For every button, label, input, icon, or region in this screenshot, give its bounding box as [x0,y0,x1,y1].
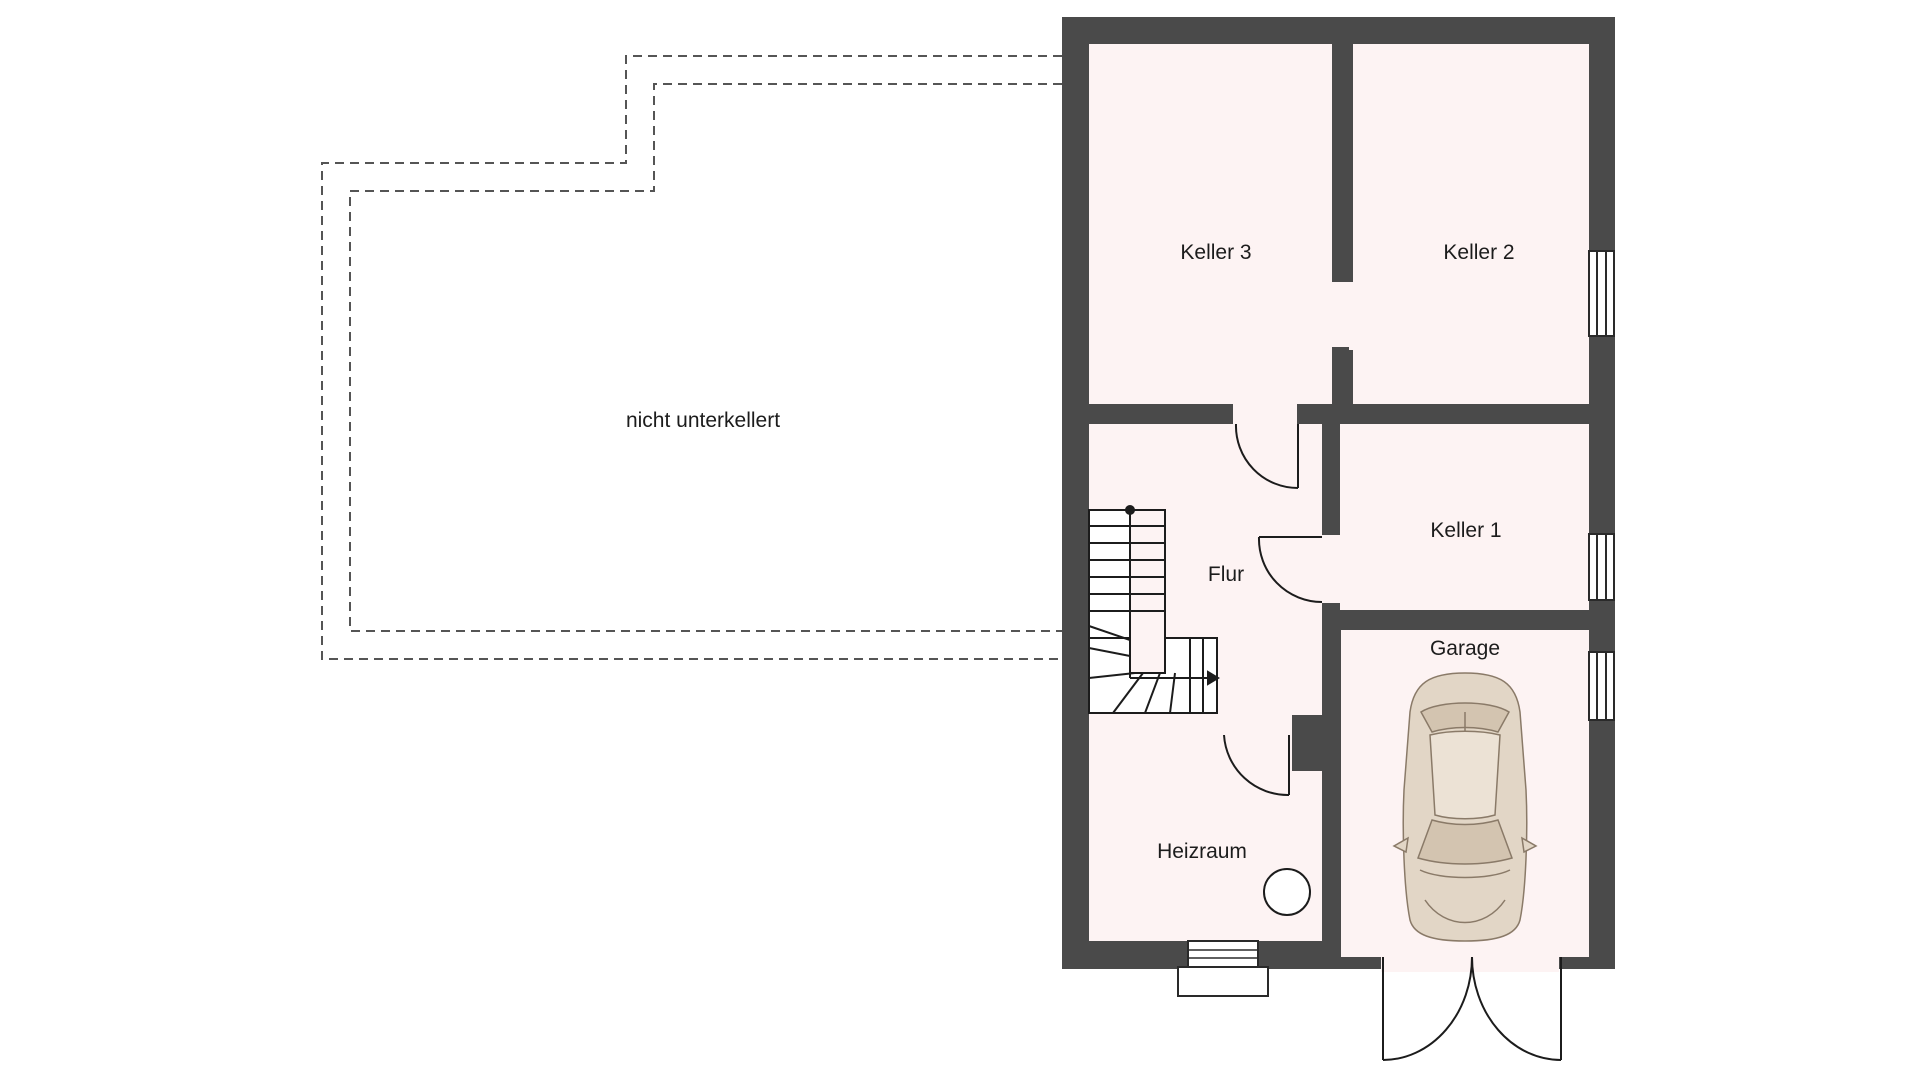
label-keller-3: Keller 3 [1180,241,1251,264]
unbuilt-area-outline [321,55,1062,660]
window-frame [1588,651,1615,721]
door-swing-arc [1471,956,1562,1061]
door-swing-arc [1257,536,1323,603]
stair-core [1129,509,1166,674]
room-labels: nicht unterkellert Keller 3 Keller 2 Kel… [626,241,1515,863]
label-keller-2: Keller 2 [1443,241,1514,264]
doors [1223,423,1562,1061]
door-swing-arc [1234,423,1299,489]
door-flur-heizraum [1223,734,1290,797]
right-wall-windows [1588,250,1615,721]
car-rear-window [1417,819,1513,865]
label-heizraum: Heizraum [1157,840,1247,863]
staircase [1088,505,1220,714]
window-frame [1187,940,1259,968]
stair-arrow-head [1207,670,1220,686]
stair-tread [1169,672,1176,714]
floor-door-gap-flur-heizraum [1222,728,1289,737]
light-well [1177,966,1269,997]
car-mirror-right [1521,836,1538,854]
label-flur: Flur [1208,563,1244,586]
floor-door-gap-flur-keller3 [1233,400,1297,428]
stair-tread [1088,672,1136,679]
stair-tread [1088,647,1131,657]
floor-door-gap-garage [1381,950,1559,972]
car-mirror-left [1392,836,1409,854]
door-swing-arc [1223,734,1290,797]
garage-double-door [1382,956,1562,1061]
heizraum-window [1177,940,1269,997]
floor-door-gap-keller [1329,282,1352,347]
floor-door-gap-flur-keller1 [1318,535,1343,603]
window-keller-2 [1588,250,1615,337]
door-flur-keller3 [1234,423,1299,489]
wall-pillar-heizraum [1292,715,1323,771]
stair-tread [1144,672,1161,714]
label-nicht-unterkellert: nicht unterkellert [626,409,780,432]
stair-tread [1088,625,1131,641]
window-frame [1588,250,1615,337]
wall-stub-top [1335,44,1353,282]
door-swing-arc [1382,956,1473,1061]
car-top-view [1392,672,1538,942]
window-garage [1588,651,1615,721]
unbuilt-outer-dashed-line [321,55,1062,660]
car-hood [1419,869,1511,924]
unbuilt-inner-dashed-line [349,83,1062,632]
floor-keller-1 [1340,424,1589,610]
floor-keller-3 [1089,44,1332,404]
floor-keller-2 [1349,44,1589,404]
window-frame [1588,533,1615,601]
door-flur-keller1 [1257,536,1323,603]
car-roof [1429,730,1501,820]
stair-tread [1112,672,1144,714]
window-keller-1 [1588,533,1615,601]
label-garage: Garage [1430,637,1500,660]
label-keller-1: Keller 1 [1430,519,1501,542]
boiler-symbol [1263,868,1311,916]
interior-wall-details [1292,44,1353,771]
wall-stub-keller [1335,350,1353,406]
stair-start-dot [1125,505,1135,515]
